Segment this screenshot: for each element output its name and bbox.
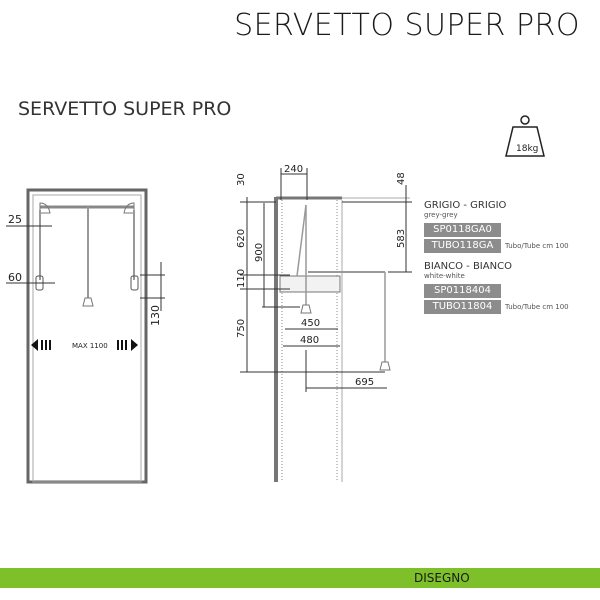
max-width-label: MAX 1100 (72, 342, 108, 350)
weight-label: 18kg (516, 144, 538, 154)
dim-750: 750 (236, 319, 247, 338)
weight-badge: 18kg (500, 112, 550, 162)
product-code: SP0118404 (424, 284, 501, 298)
dim-60: 60 (8, 271, 22, 284)
weight-icon: 18kg (505, 115, 545, 157)
dim-130: 130 (149, 305, 162, 326)
product-code: TUBO118GA (424, 239, 501, 253)
legend-group-title: GRIGIO - GRIGIO (424, 200, 507, 211)
footer-label: DISEGNO (414, 571, 470, 585)
dim-450: 450 (301, 318, 320, 329)
legend-group-subtitle: grey-grey (424, 211, 458, 219)
product-code: SP0118GA0 (424, 223, 501, 237)
code-note: Tubo/Tube cm 100 (505, 242, 569, 250)
front-view (6, 188, 165, 484)
dim-240: 240 (284, 164, 303, 175)
dim-583: 583 (396, 229, 407, 248)
code-note: Tubo/Tube cm 100 (505, 303, 569, 311)
dim-48: 48 (396, 172, 407, 185)
legend-group-title: BIANCO - BIANCO (424, 261, 512, 272)
dim-30: 30 (236, 173, 247, 186)
dim-695: 695 (355, 377, 374, 388)
dim-900: 900 (254, 243, 265, 262)
dim-620: 620 (236, 229, 247, 248)
page-title: SERVETTO SUPER PRO (234, 8, 580, 43)
dim-25: 25 (8, 213, 22, 226)
side-view (240, 168, 412, 482)
legend-group-subtitle: white-white (424, 272, 465, 280)
dim-110: 110 (236, 269, 247, 288)
color-code-legend: GRIGIO - GRIGIO grey-grey SP0118GA0 TUBO… (424, 200, 569, 316)
footer-bar: DISEGNO (0, 568, 600, 588)
product-subtitle: SERVETTO SUPER PRO (18, 98, 232, 120)
dim-480: 480 (300, 335, 319, 346)
legend-group-grey: GRIGIO - GRIGIO grey-grey SP0118GA0 TUBO… (424, 200, 569, 253)
legend-group-white: BIANCO - BIANCO white-white SP0118404 TU… (424, 261, 569, 314)
technical-drawing: 25 60 130 MAX 1100 (6, 164, 412, 484)
product-code: TUBO11804 (424, 300, 501, 314)
